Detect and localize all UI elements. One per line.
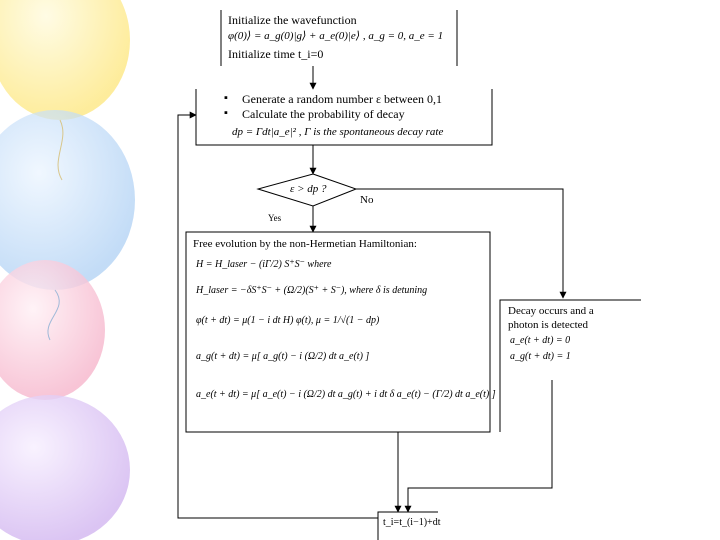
decision-no-label: No [360, 194, 374, 206]
decay-line1: Decay occurs and a [508, 305, 594, 317]
decay-line2: photon is detected [508, 319, 589, 331]
time-box-border [377, 511, 438, 540]
decision-yes-label: Yes [268, 213, 282, 223]
evolution-eq1: H = H_laser − (iΓ/2) S⁺S⁻ where [196, 259, 332, 270]
random-bullet2: Calculate the probability of decay [242, 107, 405, 121]
decision-condition: ε > dp ? [290, 183, 327, 195]
bullet-icon: ▪ [224, 92, 228, 104]
random-formula: dp = Γdt|a_e|² , Γ is the spontaneous de… [232, 126, 444, 138]
random-bullet1: Generate a random number ε between 0,1 [242, 92, 442, 106]
decay-eq1: a_e(t + dt) = 0 [510, 335, 571, 346]
balloon-shape [0, 395, 130, 540]
balloon-background [0, 0, 135, 540]
init-text-line3: Initialize time t_i=0 [228, 47, 324, 61]
init-text-line2: φ(0)⟩ = a_g(0)|g⟩ + a_e(0)|e⟩ , a_g = 0,… [228, 30, 444, 42]
arrow-loop-back [177, 111, 378, 519]
init-text-line1: Initialize the wavefunction [228, 13, 357, 27]
evolution-title: Free evolution by the non-Hermetian Hami… [193, 238, 417, 250]
evolution-eq3: φ(t + dt) = μ(1 − i dt H) φ(t), μ = 1/√(… [196, 315, 380, 326]
balloon-shape [0, 0, 130, 120]
decay-box-border [499, 299, 641, 432]
balloon-shape [0, 110, 135, 290]
evolution-box-border [185, 231, 491, 433]
evolution-eq4: a_g(t + dt) = μ[ a_g(t) − i (Ω/2) dt a_e… [196, 351, 370, 362]
evolution-eq5: a_e(t + dt) = μ[ a_e(t) − i (Ω/2) dt a_g… [196, 389, 496, 400]
balloon-string [47, 289, 60, 341]
arrow-no-to-decay [356, 188, 567, 299]
arrow-decay-to-time [404, 380, 553, 513]
decay-eq2: a_g(t + dt) = 1 [510, 351, 571, 362]
balloon-shape [0, 260, 105, 400]
bullet-icon: ▪ [224, 107, 228, 119]
balloon-string [57, 119, 64, 181]
time-increment-label: t_i=t_(i−1)+dt [383, 517, 441, 528]
evolution-eq2: H_laser = −δS⁺S⁻ + (Ω/2)(S⁺ + S⁻), where… [196, 285, 428, 296]
